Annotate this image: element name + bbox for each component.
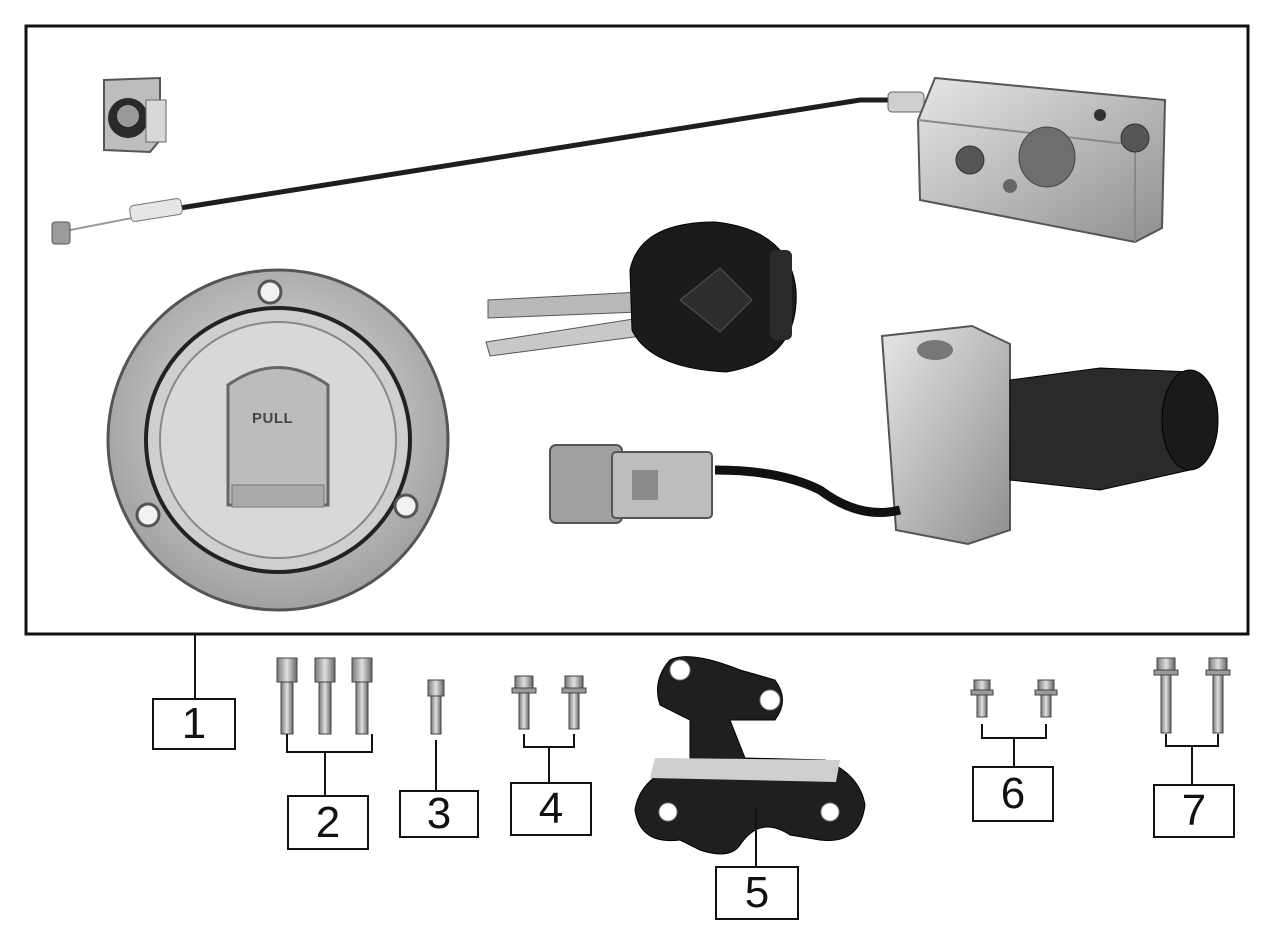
screws-2 — [276, 657, 373, 795]
bracket-5 — [634, 656, 866, 866]
callout-label-6: 6 — [972, 766, 1054, 822]
keys — [485, 221, 797, 373]
cap-pull-text: PULL — [252, 410, 294, 427]
ignition-switch — [549, 324, 1219, 546]
callout-label-7: 7 — [1153, 784, 1235, 838]
screw-3 — [427, 679, 445, 790]
fuel-cap — [106, 268, 450, 612]
callout-label-5: 5 — [715, 866, 799, 920]
flange-bolts-4 — [511, 675, 587, 782]
release-cable — [51, 91, 925, 245]
flange-bolts-6 — [970, 679, 1058, 766]
callout-label-4: 4 — [510, 782, 592, 836]
latch-part — [103, 76, 167, 154]
callout-label-1: 1 — [152, 698, 236, 750]
long-flange-bolts-7 — [1153, 657, 1231, 784]
lock-plate — [916, 76, 1167, 244]
callout-label-2: 2 — [287, 795, 369, 850]
callout-label-3: 3 — [399, 790, 479, 838]
